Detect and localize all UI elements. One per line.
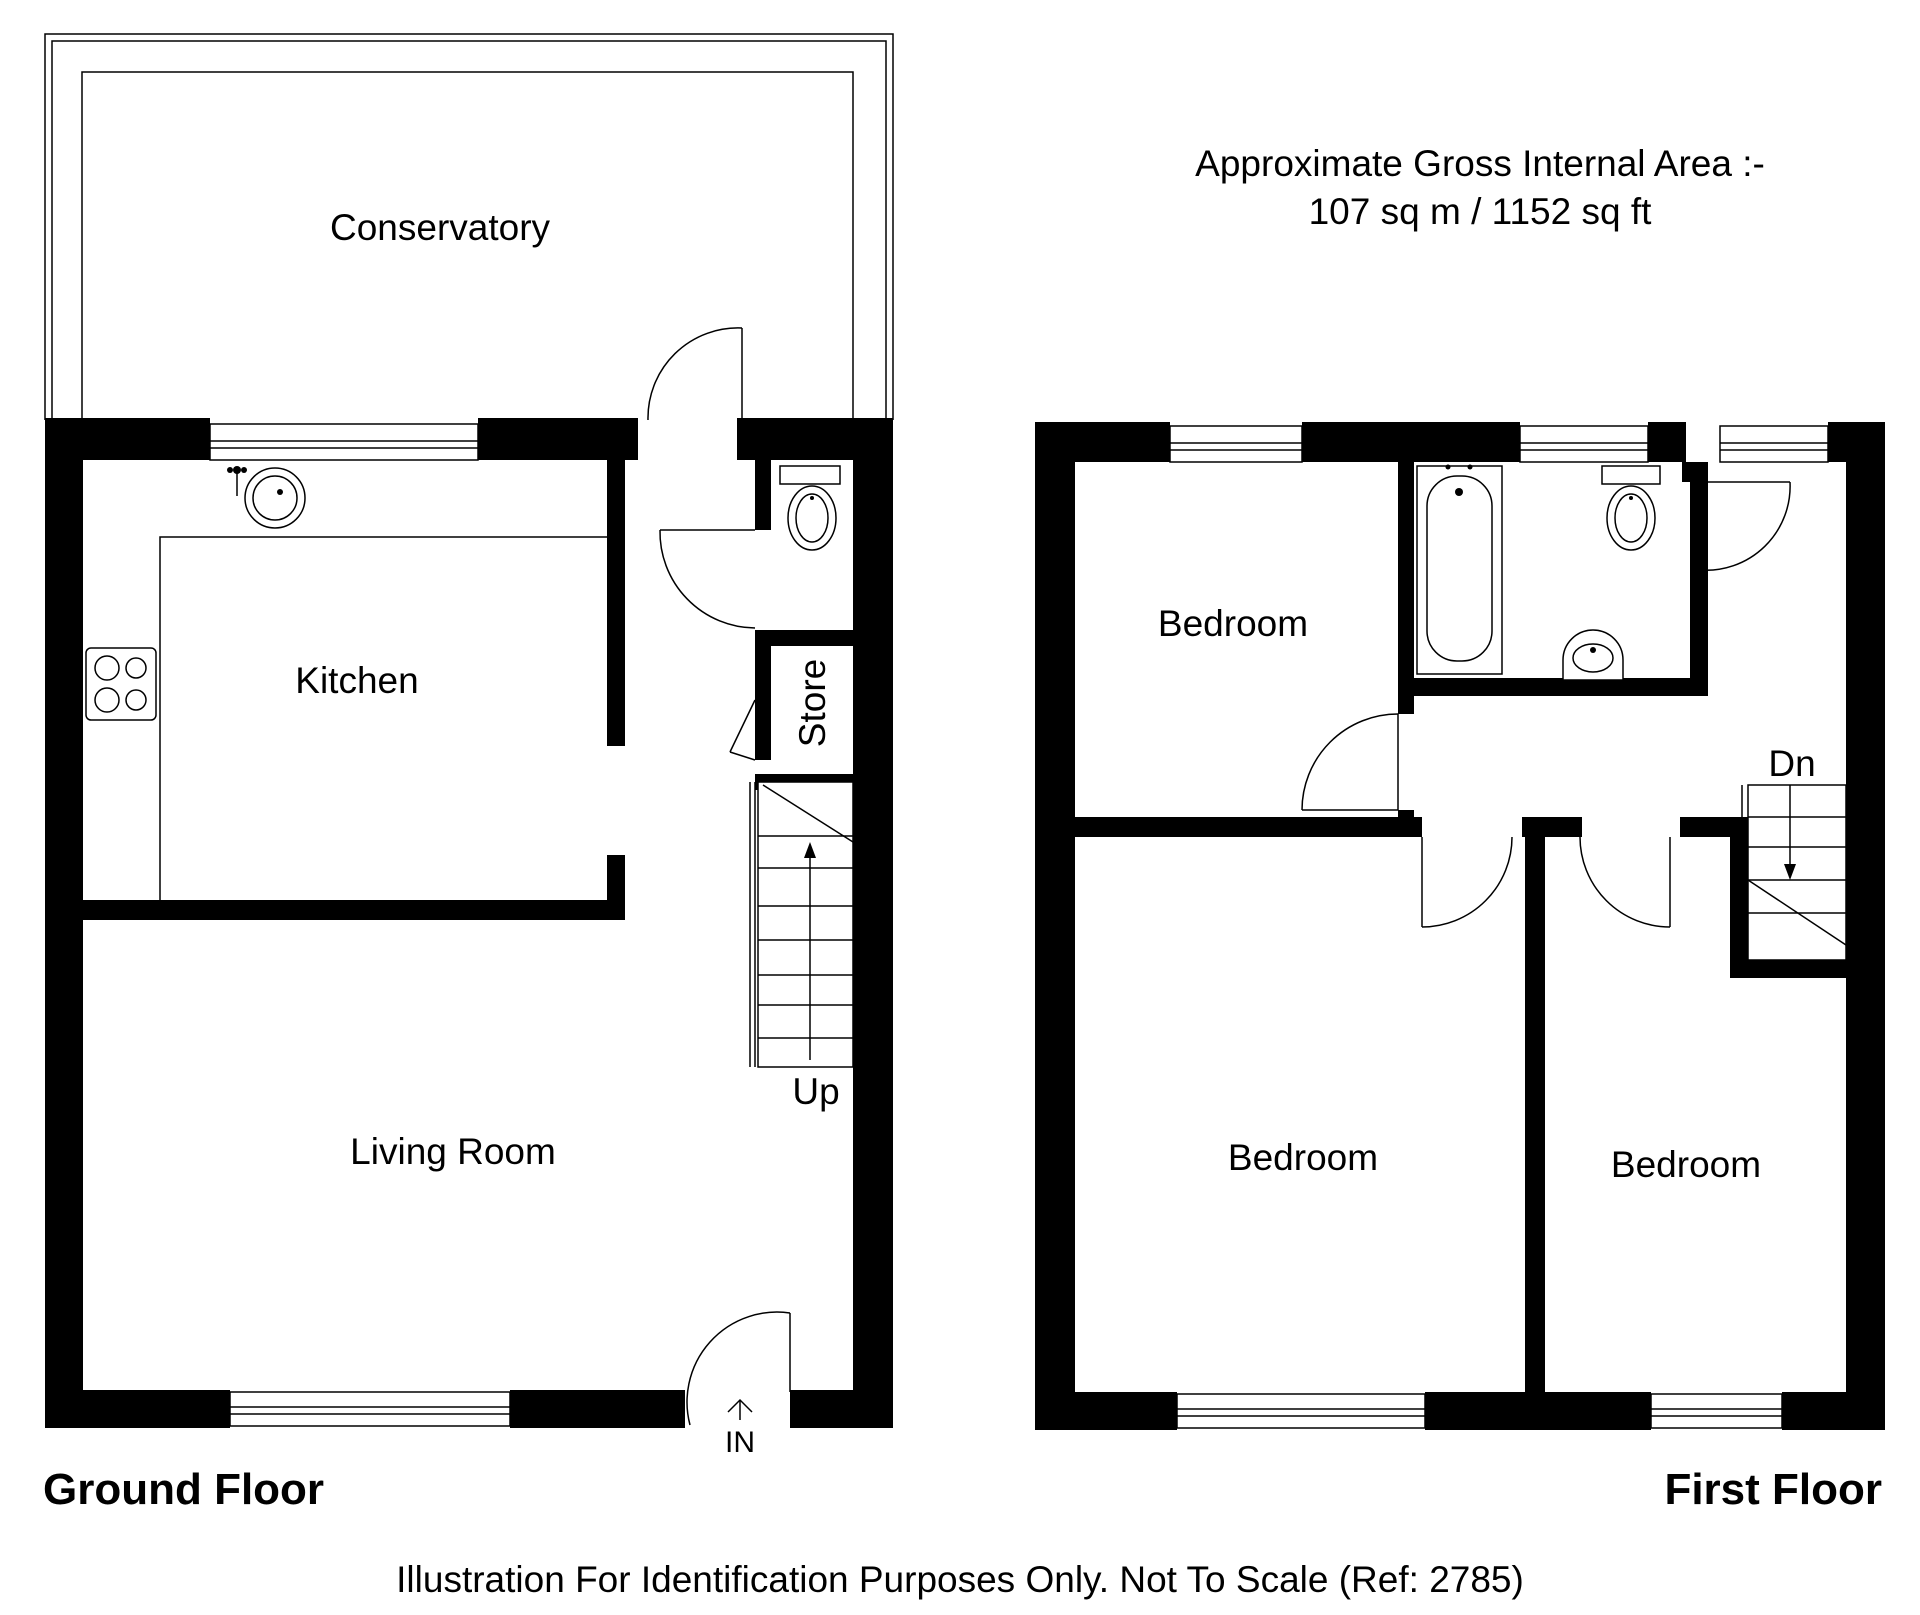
kitchen-sink — [227, 466, 306, 529]
first-floor-stairs — [1741, 784, 1847, 961]
ground-floor-windows — [209, 423, 511, 1427]
ground-floor-plan: Conservatory Kitchen Living Room Store U… — [43, 33, 894, 1514]
entrance-arrow — [727, 1398, 753, 1420]
ground-floor-walls — [45, 418, 893, 1428]
first-floor-toilet — [1601, 465, 1661, 551]
area-summary-line-2: 107 sq m / 1152 sq ft — [1309, 191, 1653, 232]
first-floor-title: First Floor — [1664, 1465, 1882, 1514]
entrance-label: IN — [725, 1426, 755, 1459]
stairs-up-label: Up — [792, 1071, 839, 1112]
room-label-kitchen: Kitchen — [295, 660, 418, 701]
ground-floor-doors — [647, 327, 791, 1426]
room-label-living-room: Living Room — [350, 1131, 556, 1172]
kitchen-worktop — [159, 536, 607, 900]
ground-floor-title: Ground Floor — [43, 1465, 324, 1514]
room-label-bedroom-1: Bedroom — [1158, 603, 1308, 644]
area-summary-line-1: Approximate Gross Internal Area :- — [1195, 143, 1765, 184]
kitchen-hob — [85, 647, 157, 721]
bath-tub — [1416, 464, 1503, 675]
first-floor-windows — [1169, 425, 1829, 1429]
first-floor-doors — [1301, 481, 1791, 928]
conservatory-frame — [44, 33, 894, 420]
bathroom-basin — [1562, 629, 1624, 681]
disclaimer-text: Illustration For Identification Purposes… — [396, 1559, 1524, 1600]
ground-floor-stairs — [749, 781, 854, 1068]
first-floor-walls — [1035, 422, 1885, 1430]
room-label-store: Store — [792, 659, 833, 747]
room-label-bedroom-2: Bedroom — [1228, 1137, 1378, 1178]
room-label-bedroom-3: Bedroom — [1611, 1144, 1761, 1185]
ground-floor-toilet — [779, 465, 841, 551]
first-floor-plan: Bedroom Bedroom Bedroom Dn First Floor — [1035, 422, 1885, 1514]
stairs-down-label: Dn — [1768, 743, 1815, 784]
room-label-conservatory: Conservatory — [330, 207, 551, 248]
